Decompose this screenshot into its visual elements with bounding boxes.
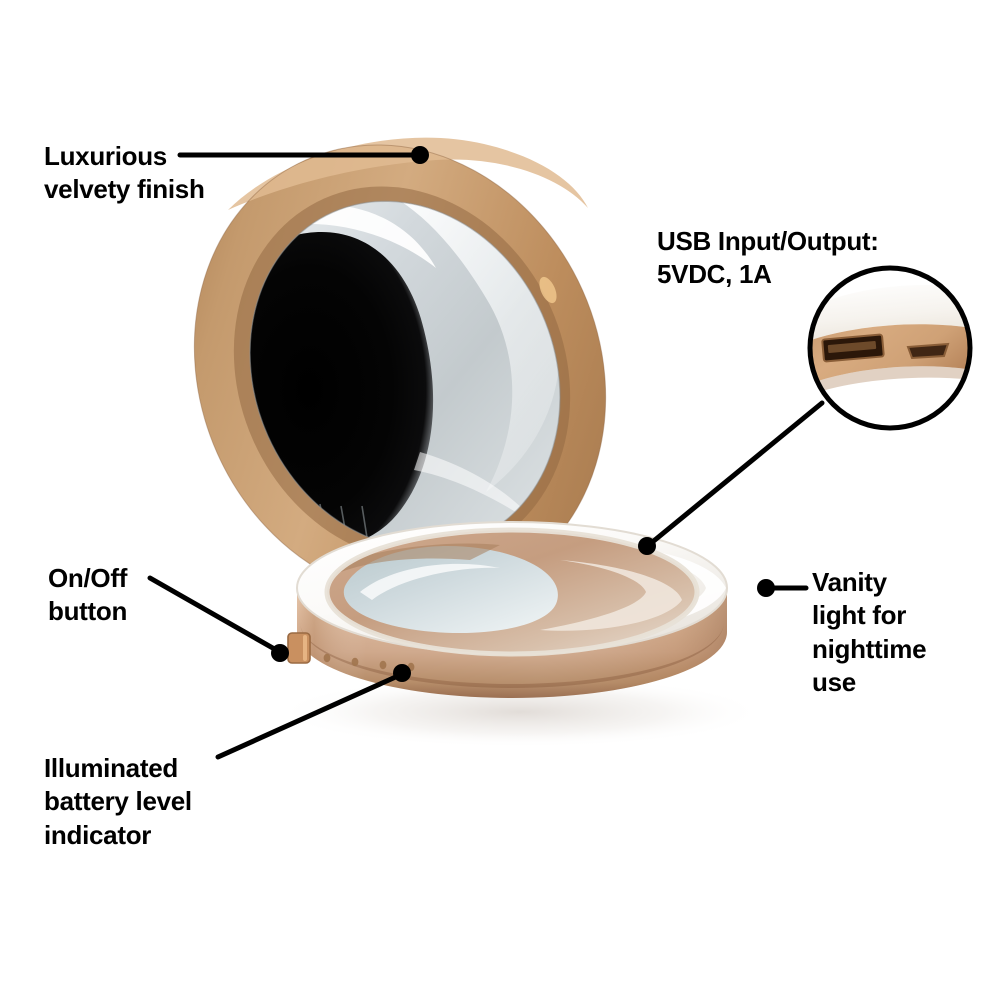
battery-level-leds — [323, 653, 415, 672]
battery-base — [287, 521, 728, 698]
dot-onoff-button — [271, 644, 289, 662]
usb-detail-inset — [807, 265, 973, 431]
callout-luxurious-finish: Luxurious velvety finish — [44, 141, 205, 205]
leader-battery-indicator — [215, 672, 403, 760]
callout-onoff-button: On/Off button — [48, 563, 128, 627]
dot-vanity-light — [757, 579, 775, 597]
dot-usb-io — [638, 537, 656, 555]
usb-a-port — [821, 333, 885, 363]
inset-border-circle — [807, 265, 973, 431]
ground-shadow — [275, 676, 765, 748]
mirror-lid — [193, 137, 607, 600]
callout-vanity-light: Vanity light for nighttime use — [812, 567, 927, 697]
callout-battery-indicator: Illuminated battery level indicator — [44, 753, 192, 850]
dot-battery-indicator — [393, 664, 411, 682]
power-button[interactable] — [287, 632, 311, 664]
callout-usb-io: USB Input/Output: 5VDC, 1A — [657, 226, 879, 290]
callout-dots — [271, 146, 775, 682]
callout-leaders — [147, 152, 825, 760]
micro-usb-port — [906, 342, 950, 360]
dot-luxurious-finish — [411, 146, 429, 164]
leader-usb-io — [647, 400, 825, 547]
leader-onoff-button — [147, 575, 281, 654]
